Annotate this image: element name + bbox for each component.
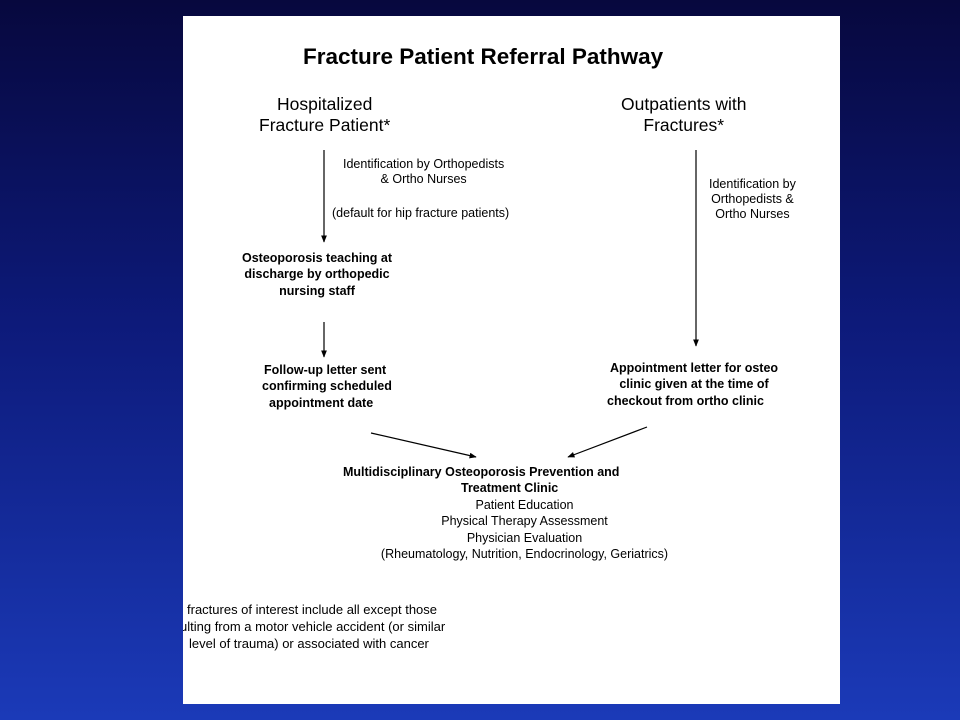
clinic-service-item: Physician Evaluation (466, 530, 583, 545)
footnote-line: ulting from a motor vehicle accident (or… (183, 618, 446, 634)
appointment-letter-node: Appointment letter for osteo clinic give… (607, 360, 779, 409)
followup-node-line: Follow-up letter sent (264, 363, 387, 377)
slide-canvas: Fracture Patient Referral Pathway Hospit… (183, 16, 840, 704)
hospitalized-header-line: Hospitalized (276, 94, 373, 114)
clinic-service-item: (Rheumatology, Nutrition, Endocrinology,… (380, 546, 669, 561)
hospitalized-header: Hospitalized Fracture Patient* (259, 94, 390, 136)
clinic-name-line: Treatment Clinic (461, 481, 559, 496)
followup-letter-node: Follow-up letter sent confirming schedul… (262, 362, 392, 411)
right-identification-line: Ortho Nurses (715, 207, 790, 221)
arrow-appointment-to-clinic (567, 426, 648, 458)
footnote-line: level of trauma) or associated with canc… (189, 635, 429, 651)
diagram-title: Fracture Patient Referral Pathway (303, 44, 664, 69)
outpatients-header: Outpatients with Fractures* (621, 94, 746, 136)
appointment-node-line: clinic given at the time of (619, 377, 769, 392)
footnote: fractures of interest include all except… (183, 602, 446, 653)
followup-node-line: appointment date (269, 395, 374, 410)
right-identification-line: Identification by (709, 177, 796, 191)
default-hip-fracture-note: (default for hip fracture patients) (332, 206, 510, 220)
teaching-node-line: nursing staff (279, 283, 355, 298)
left-identification-line: Identification by Orthopedists (343, 157, 505, 171)
left-identification-line: & Ortho Nurses (380, 172, 467, 186)
clinic-services: Patient Education Physical Therapy Asses… (352, 497, 697, 562)
right-identification-line: Orthopedists & (711, 192, 794, 206)
teaching-node-line: Osteoporosis teaching at (242, 251, 393, 265)
followup-node-line: confirming scheduled (262, 379, 392, 394)
arrow-followup-to-clinic (370, 432, 477, 459)
left-identification-label: Identification by Orthopedists & Ortho N… (343, 157, 504, 187)
teaching-node: Osteoporosis teaching at discharge by or… (242, 250, 392, 299)
outpatients-header-line: Outpatients with (621, 94, 747, 114)
clinic-service-item: Physical Therapy Assessment (441, 514, 608, 529)
clinic-name-line: Multidisciplinary Osteoporosis Preventio… (343, 465, 620, 479)
clinic-node: Multidisciplinary Osteoporosis Preventio… (343, 464, 713, 497)
clinic-service-item: Patient Education (475, 498, 574, 512)
hospitalized-header-line: Fracture Patient* (259, 115, 391, 135)
appointment-node-line: checkout from ortho clinic (607, 393, 764, 408)
pathway-arrows (321, 150, 699, 459)
teaching-node-line: discharge by orthopedic (244, 267, 390, 282)
right-identification-label: Identification by Orthopedists & Ortho N… (709, 177, 796, 222)
appointment-node-line: Appointment letter for osteo (610, 361, 779, 375)
outpatients-header-line: Fractures* (643, 115, 725, 135)
footnote-line: fractures of interest include all except… (187, 602, 438, 617)
